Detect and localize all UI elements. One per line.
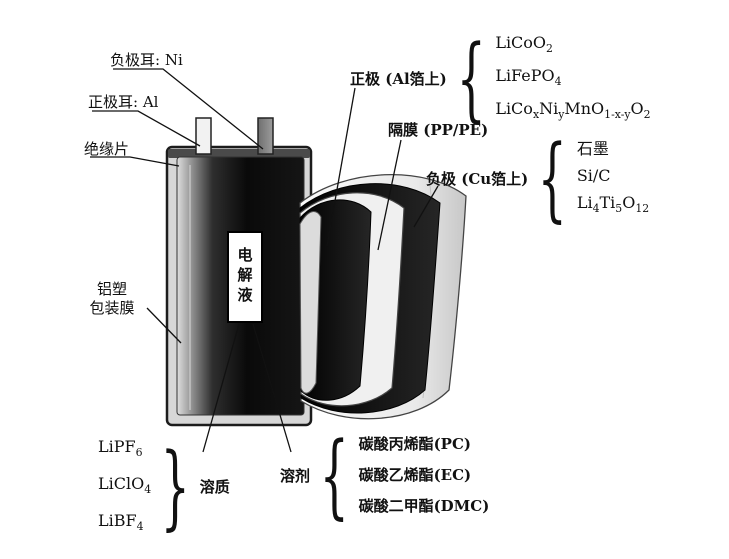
anode-material-item: Si/C <box>576 166 611 185</box>
solute-material-item: LiPF6 <box>98 437 143 460</box>
leader-anode <box>413 185 439 228</box>
leader-positive-tab <box>92 110 201 147</box>
leader-insulation <box>90 156 180 167</box>
pouch-film-label: 铝塑 包装膜 <box>76 280 148 318</box>
separator-label: 隔膜 (PP/PE) <box>388 121 489 139</box>
anode-materials-list: 石墨 Si/C Li4Ti5O12 <box>577 135 649 222</box>
solvent-group: 溶剂 { 碳酸丙烯酯(PC) 碳酸乙烯酯(EC) 碳酸二甲酯(DMC) <box>280 429 489 522</box>
leader-negative-tab <box>113 68 264 150</box>
leader-solute <box>202 323 240 453</box>
leader-separator <box>377 139 402 251</box>
cathode-material-item: LiCoxNiyMnO1-x-yO2 <box>495 99 651 122</box>
solute-material-item: LiClO4 <box>98 474 152 497</box>
positive-tab-label: 正极耳: Al <box>88 93 159 111</box>
negative-tab <box>257 117 274 155</box>
solvent-material-item: 碳酸乙烯酯(EC) <box>358 466 472 484</box>
solute-group: LiPF6 LiClO4 LiBF4 } 溶质 <box>98 431 230 543</box>
solute-materials-list: LiPF6 LiClO4 LiBF4 <box>98 431 151 543</box>
solvent-material-item: 碳酸丙烯酯(PC) <box>358 435 471 453</box>
cathode-label: 正极 (Al箔上) <box>350 70 447 89</box>
leader-cathode <box>326 87 356 247</box>
electrolyte-label-box: 电解液 <box>227 231 263 323</box>
close-brace: } <box>160 432 191 540</box>
anode-material-item: 石墨 <box>576 139 609 158</box>
solvent-label: 溶剂 <box>280 467 311 485</box>
leader-solvent <box>252 323 292 453</box>
cathode-material-item: LiCoO2 <box>495 33 553 56</box>
solute-material-item: LiBF4 <box>98 511 144 534</box>
open-brace: { <box>456 24 486 132</box>
cathode-material-item: LiFePO4 <box>495 66 562 89</box>
pouch-film-label-line2: 包装膜 <box>89 299 135 317</box>
separator-sheet-inner <box>299 211 322 394</box>
leader-pouch-film <box>146 307 182 344</box>
pouch-film-label-line1: 铝塑 <box>96 280 127 298</box>
negative-tab-label: 负极耳: Ni <box>110 51 183 69</box>
anode-label: 负极 (Cu箔上) <box>426 170 529 189</box>
solute-label: 溶质 <box>199 478 230 497</box>
insulation-sheet-label: 绝缘片 <box>84 140 130 158</box>
open-brace: { <box>319 421 349 529</box>
solvent-materials-list: 碳酸丙烯酯(PC) 碳酸乙烯酯(EC) 碳酸二甲酯(DMC) <box>359 429 490 522</box>
electrolyte-label: 电解液 <box>235 247 254 307</box>
anode-materials-group: 负极 (Cu箔上) { 石墨 Si/C Li4Ti5O12 <box>426 124 649 232</box>
open-brace: { <box>537 124 568 232</box>
positive-tab <box>195 117 212 155</box>
anode-material-item: Li4Ti5O12 <box>576 193 650 216</box>
solvent-material-item: 碳酸二甲酯(DMC) <box>358 497 490 515</box>
cathode-materials-list: LiCoO2 LiFePO4 LiCoxNiyMnO1-x-yO2 <box>495 29 650 129</box>
cathode-materials-group: 正极 (Al箔上) { LiCoO2 LiFePO4 LiCoxNiyMnO1-… <box>350 29 651 129</box>
